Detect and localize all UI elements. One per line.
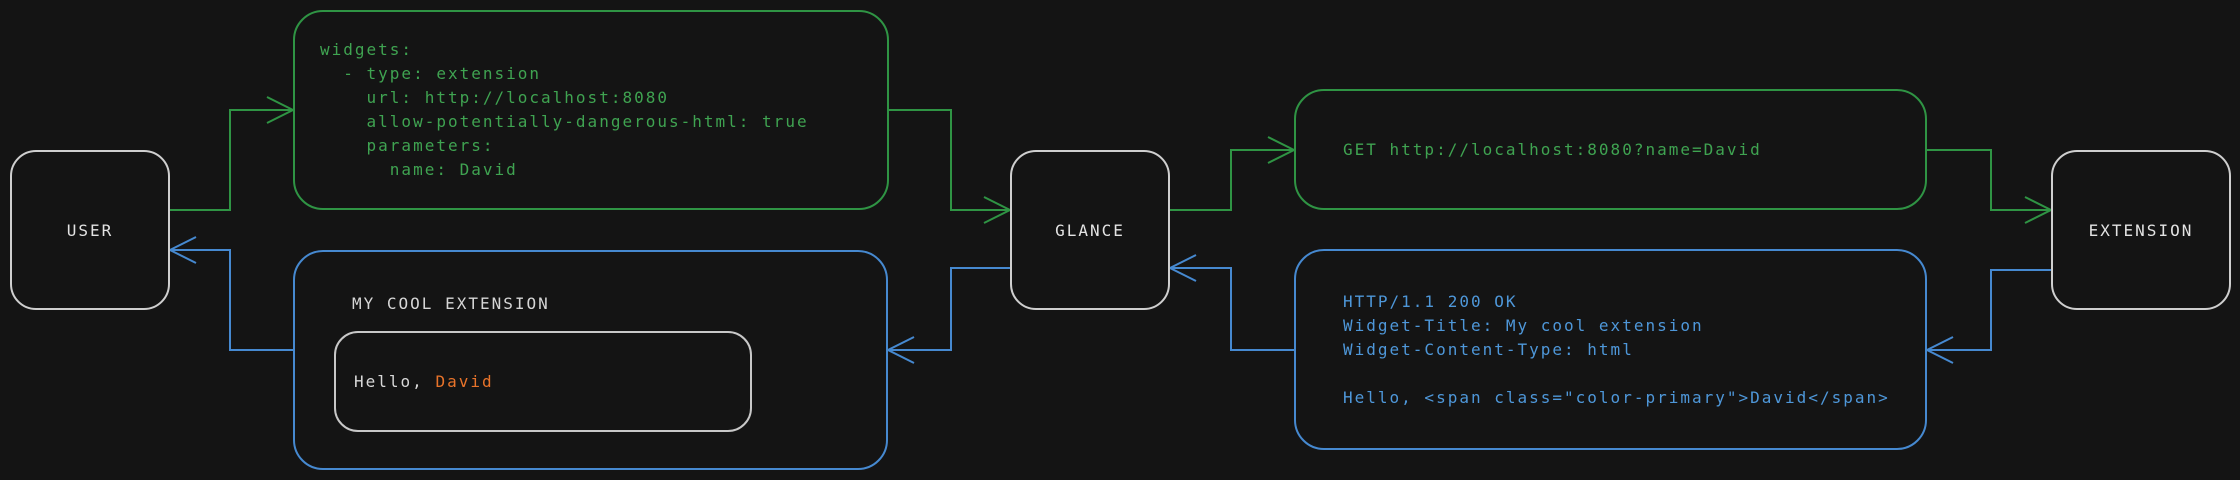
response-line: HTTP/1.1 200 OK <box>1343 291 1518 311</box>
response-line: Hello, <span class="color-primary">David… <box>1343 387 1890 407</box>
config-yaml-box: widgets: - type: extension url: http://l… <box>293 10 889 210</box>
config-line: name: David <box>320 160 518 179</box>
greeting-text: Hello, David <box>354 372 494 391</box>
config-line: url: http://localhost:8080 <box>320 88 669 107</box>
request-line: GET http://localhost:8080?name=David <box>1343 139 1762 159</box>
node-extension: EXTENSION <box>2051 150 2231 310</box>
widget-preview-box: MY COOL EXTENSION Hello, David <box>293 250 888 470</box>
arrow-config-to-glance <box>889 109 1013 224</box>
arrow-widget-to-user <box>167 236 293 351</box>
config-line: parameters: <box>320 136 495 155</box>
arrow-glance-to-widget <box>885 267 1010 364</box>
arrow-request-to-extension <box>1927 149 2054 224</box>
response-line <box>1343 362 1925 386</box>
arrow-user-to-config <box>170 96 296 211</box>
config-line: - type: extension <box>320 64 542 83</box>
node-user-label: USER <box>66 220 114 240</box>
node-glance-label: GLANCE <box>1055 220 1125 240</box>
arrow-glance-to-request <box>1170 136 1297 211</box>
http-response-box: HTTP/1.1 200 OK Widget-Title: My cool ex… <box>1294 249 1927 450</box>
widget-title: MY COOL EXTENSION <box>352 294 550 313</box>
greeting-name: David <box>435 372 494 391</box>
response-line: Widget-Title: My cool extension <box>1343 315 1704 335</box>
node-extension-label: EXTENSION <box>2088 220 2194 240</box>
widget-greeting-box: Hello, David <box>334 331 752 432</box>
arrow-extension-to-response <box>1924 269 2051 364</box>
arrow-response-to-glance <box>1167 254 1294 351</box>
node-glance: GLANCE <box>1010 150 1170 310</box>
config-line: widgets: <box>320 40 414 59</box>
config-line: allow-potentially-dangerous-html: true <box>320 112 809 131</box>
response-line: Widget-Content-Type: html <box>1343 339 1634 359</box>
node-user: USER <box>10 150 170 310</box>
http-request-box: GET http://localhost:8080?name=David <box>1294 89 1927 210</box>
greeting-prefix: Hello, <box>354 372 436 391</box>
